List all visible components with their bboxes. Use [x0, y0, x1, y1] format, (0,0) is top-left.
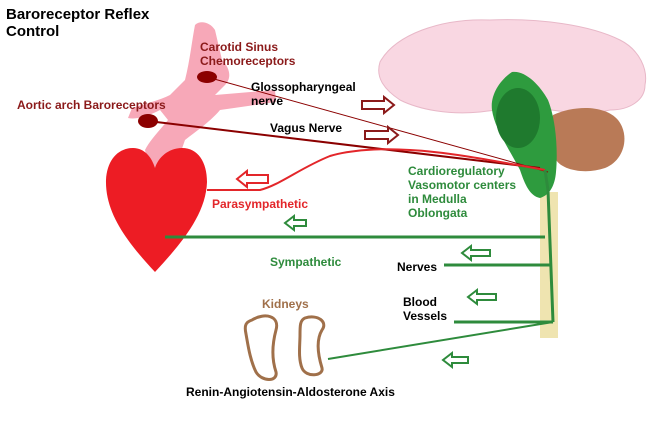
carotid-sinus-label: Carotid Sinus Chemoreceptors: [200, 40, 296, 68]
nerves-label: Nerves: [397, 260, 438, 274]
kidneys-label: Kidneys: [262, 297, 309, 311]
vessels-arrow: [466, 287, 497, 307]
afferent-arrow-vagus: [364, 124, 400, 146]
vagus-line: [147, 120, 541, 169]
vessel-shape: [128, 22, 276, 171]
cerebellum-shape: [550, 108, 625, 172]
glossopharyngeal-line: [206, 76, 549, 173]
kidney-right: [298, 315, 326, 377]
parasympathetic-arrow: [235, 168, 269, 190]
blood-vessels-label: Blood Vessels: [403, 295, 448, 323]
parasympathetic-label: Parasympathetic: [212, 197, 309, 211]
nerves-arrow: [460, 243, 491, 263]
brain-shape: [378, 19, 647, 114]
raas-label: Renin-Angiotensin-Aldosterone Axis: [186, 385, 395, 399]
kidney-line: [327, 321, 554, 360]
vagus-label: Vagus Nerve: [270, 121, 343, 135]
kidney-arrow: [441, 350, 469, 370]
afferent-arrow-glossopharyngeal: [361, 94, 396, 116]
spinal-efferent-line: [543, 169, 555, 323]
heart-shape: [105, 148, 207, 272]
sympathetic-arrow: [283, 213, 307, 233]
parasympathetic-line: [207, 148, 546, 191]
medulla-center: [496, 88, 540, 148]
cardioregulatory-label: Cardioregulatory Vasomotor centers in Me…: [408, 164, 517, 220]
aortic-arch-label: Aortic arch Baroreceptors: [17, 98, 166, 112]
glossopharyngeal-label: Glossopharyngeal nerve: [251, 80, 356, 108]
kidney-left: [243, 314, 279, 381]
sympathetic-label: Sympathetic: [270, 255, 342, 269]
diagram-title: Baroreceptor Reflex Control: [6, 6, 150, 40]
